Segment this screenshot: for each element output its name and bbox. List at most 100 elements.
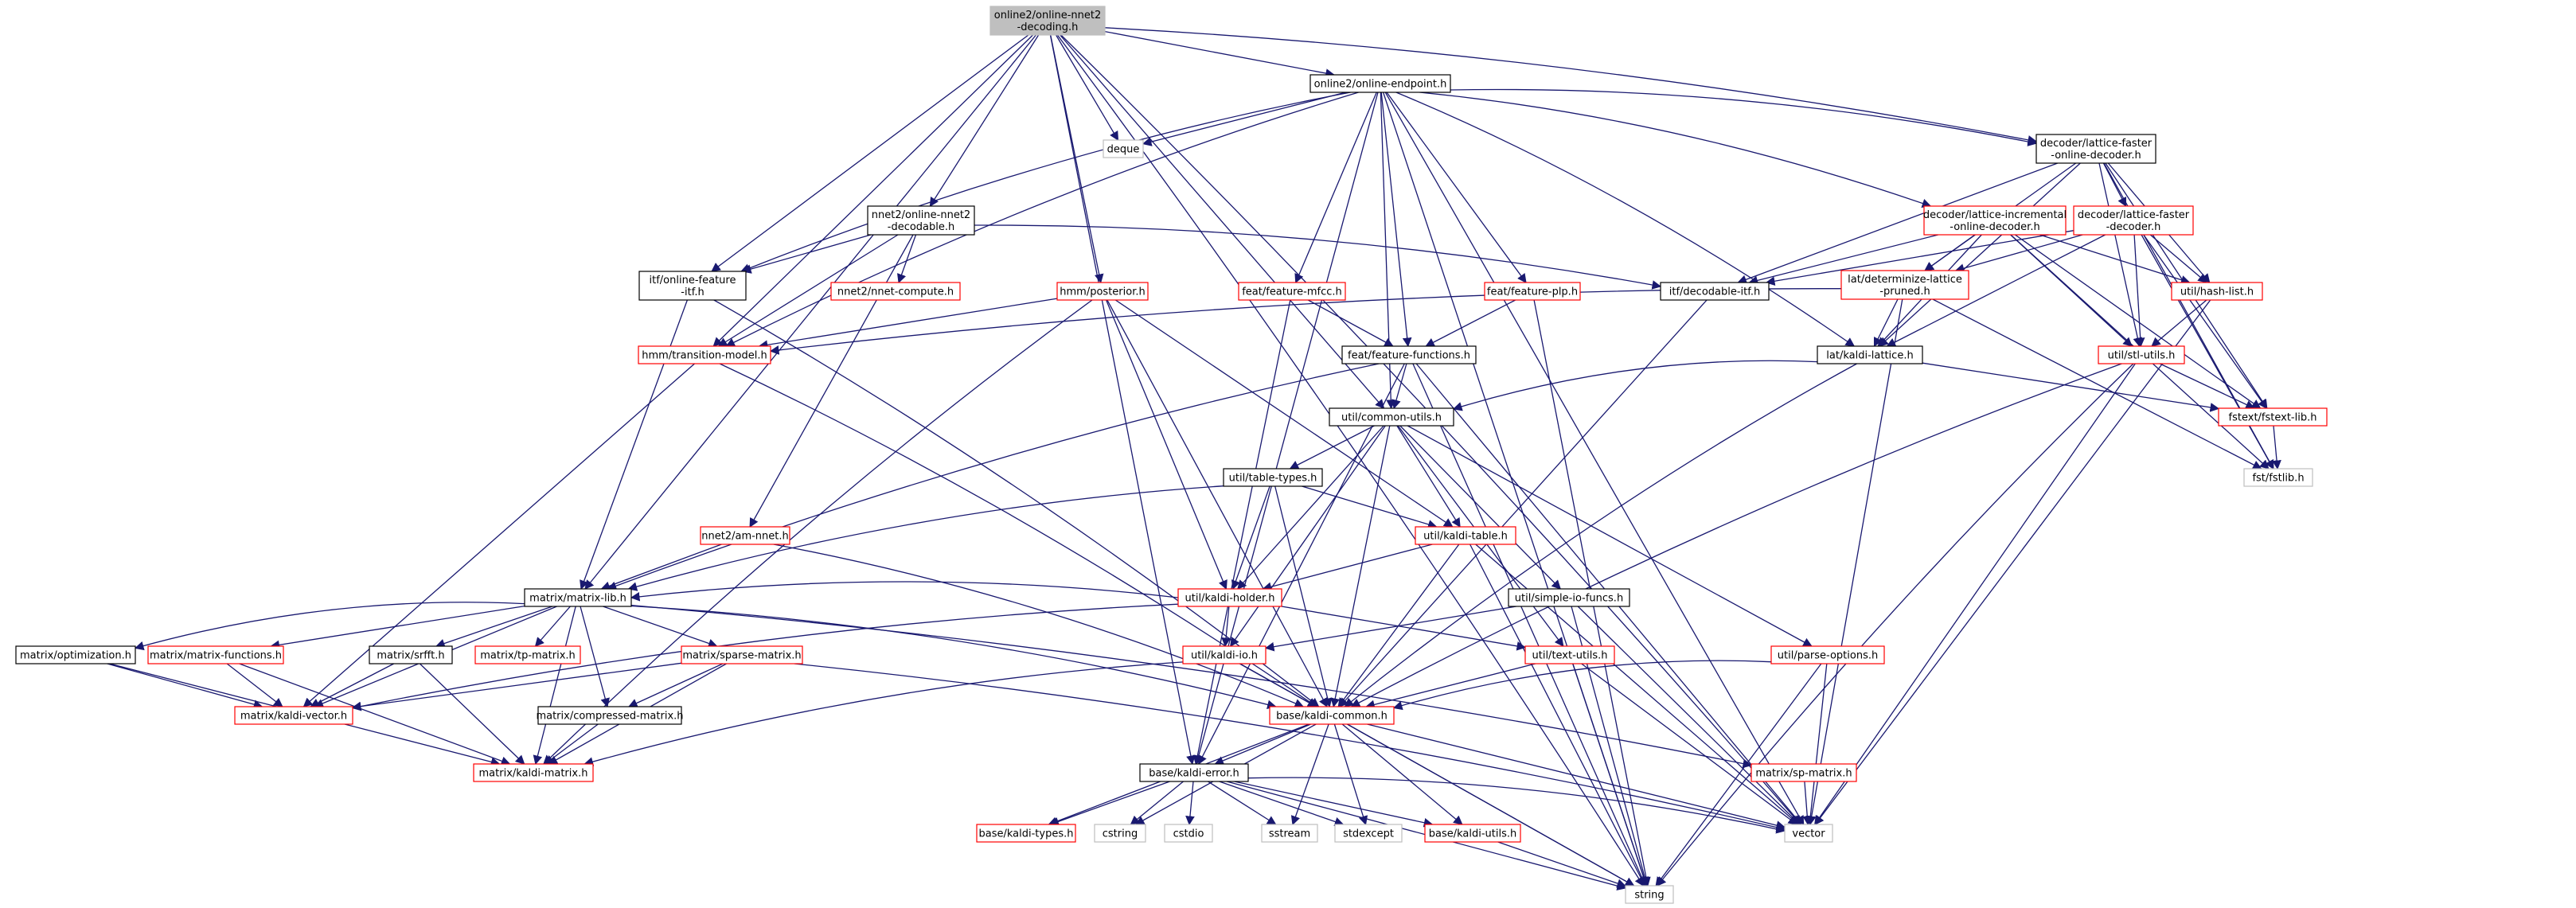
- edge-matrixlib-to-compmat: [580, 606, 610, 708]
- edge-endpoint-to-commonutils: [1380, 92, 1396, 410]
- node-kaldtable[interactable]: util/kaldi-table.h: [1415, 526, 1516, 545]
- node-nnetdec[interactable]: nnet2/online-nnet2-decodable.h: [867, 205, 975, 236]
- node-itffeat-box: [638, 271, 747, 301]
- node-kaldilat[interactable]: lat/kaldi-lattice.h: [1817, 345, 1923, 364]
- node-fstextlib[interactable]: fstext/fstext-lib.h: [2218, 407, 2328, 427]
- node-stlutils-label-0: util/stl-utils.h: [2108, 350, 2176, 362]
- node-kaldicommon[interactable]: base/kaldi-common.h: [1269, 706, 1395, 725]
- node-plp[interactable]: feat/feature-plp.h: [1484, 282, 1581, 301]
- edge-endpoint-to-mfcc: [1294, 92, 1377, 284]
- edge-optim-to-kaldivec: [107, 663, 263, 709]
- node-cstdio-box: [1164, 824, 1213, 843]
- node-string[interactable]: string: [1625, 885, 1674, 904]
- edge-lfd-to-fstlib: [2141, 234, 2274, 470]
- node-stlutils[interactable]: util/stl-utils.h: [2098, 345, 2185, 364]
- node-detlat[interactable]: lat/determinize-lattice-pruned.h: [1840, 270, 1969, 300]
- node-cstring[interactable]: cstring: [1094, 824, 1146, 843]
- edge-sparsemat-to-compmat: [627, 663, 724, 707]
- node-kaldimatrix[interactable]: matrix/kaldi-matrix.h: [473, 763, 594, 782]
- node-kaldilat-label-0: lat/kaldi-lattice.h: [1826, 350, 1913, 362]
- edge-nnetdec-to-transmodel: [717, 234, 899, 347]
- edge-featfunc-to-commonutils: [1391, 363, 1407, 410]
- edge-featfunc-to-matrixlib: [607, 363, 1380, 590]
- node-parseopt[interactable]: util/parse-options.h: [1770, 645, 1885, 664]
- node-cstdio[interactable]: cstdio: [1164, 824, 1213, 843]
- node-kaldiutils[interactable]: base/kaldi-utils.h: [1424, 824, 1521, 843]
- edge-stlutils-to-string: [1657, 363, 2134, 887]
- edge-matrixlib-to-kaldicommon: [630, 605, 1277, 710]
- node-sparsemat[interactable]: matrix/sparse-matrix.h: [681, 645, 803, 664]
- node-itffeat[interactable]: itf/online-feature-itf.h: [638, 271, 747, 301]
- node-matfunc[interactable]: matrix/matrix-functions.h: [147, 645, 284, 664]
- node-commonutils[interactable]: util/common-utils.h: [1329, 407, 1454, 427]
- edge-simpleio-to-kaldiio: [1264, 606, 1516, 652]
- node-root[interactable]: online2/online-nnet2-decoding.h: [989, 6, 1106, 36]
- node-tpmat[interactable]: matrix/tp-matrix.h: [474, 645, 581, 664]
- node-lfod[interactable]: decoder/lattice-faster-online-decoder.h: [2035, 134, 2156, 164]
- edge-kaldierror-to-sstream: [1208, 781, 1277, 825]
- node-kaldiio-box: [1182, 645, 1267, 664]
- node-spmat[interactable]: matrix/sp-matrix.h: [1751, 763, 1857, 782]
- edge-kaldicommon-to-sstream: [1290, 723, 1329, 826]
- node-textutils[interactable]: util/text-utils.h: [1524, 645, 1615, 664]
- node-hashlist[interactable]: util/hash-list.h: [2171, 282, 2263, 301]
- node-cstring-box: [1094, 824, 1146, 843]
- node-textutils-label-0: util/text-utils.h: [1532, 650, 1608, 662]
- node-nnetcomp[interactable]: nnet2/nnet-compute.h: [830, 282, 961, 301]
- node-lfd[interactable]: decoder/lattice-faster-decoder.h: [2073, 205, 2194, 236]
- node-fstlib-label-0: fst/fstlib.h: [2252, 473, 2304, 485]
- node-sstream[interactable]: sstream: [1261, 824, 1318, 843]
- node-matrixlib[interactable]: matrix/matrix-lib.h: [524, 588, 632, 607]
- node-featfunc[interactable]: feat/feature-functions.h: [1341, 345, 1477, 364]
- node-textutils-box: [1524, 645, 1615, 664]
- node-kalditypes[interactable]: base/kaldi-types.h: [976, 824, 1076, 843]
- node-deque[interactable]: deque: [1103, 139, 1144, 158]
- node-kaldiio[interactable]: util/kaldi-io.h: [1182, 645, 1267, 664]
- edge-lid-to-fstextlib: [2015, 234, 2262, 409]
- edge-tabletypes-to-matrixlib: [627, 485, 1224, 591]
- node-vector[interactable]: vector: [1784, 824, 1833, 843]
- node-lid[interactable]: decoder/lattice-incremental-online-decod…: [1923, 205, 2067, 236]
- node-simpleio[interactable]: util/simple-io-funcs.h: [1508, 588, 1630, 607]
- node-transmodel-box: [638, 345, 771, 364]
- node-root-label-1: -decoding.h: [1017, 21, 1079, 33]
- node-stdexcept[interactable]: stdexcept: [1334, 824, 1403, 843]
- node-fstlib[interactable]: fst/fstlib.h: [2243, 468, 2313, 487]
- node-vector-label-0: vector: [1792, 828, 1825, 840]
- node-kaldiutils-box: [1424, 824, 1521, 843]
- node-kaldierror[interactable]: base/kaldi-error.h: [1139, 763, 1249, 782]
- node-kaldierror-label-0: base/kaldi-error.h: [1149, 768, 1239, 780]
- node-kaldivec[interactable]: matrix/kaldi-vector.h: [234, 706, 353, 725]
- node-amnnet[interactable]: nnet2/am-nnet.h: [700, 526, 790, 545]
- node-vector-box: [1784, 824, 1833, 843]
- edge-nnetdec-to-itffeat: [741, 234, 872, 274]
- edge-kaldilat-to-kaldicommon: [1344, 363, 1857, 707]
- edge-tabletypes-to-kaldicommon: [1274, 485, 1333, 708]
- node-nnetcomp-box: [830, 282, 961, 301]
- node-endpoint[interactable]: online2/online-endpoint.h: [1309, 74, 1451, 93]
- edge-plp-to-featfunc: [1425, 299, 1516, 347]
- node-sparsemat-box: [681, 645, 803, 664]
- node-kaldiholder[interactable]: util/kaldi-holder.h: [1177, 588, 1282, 607]
- node-posterior-box: [1056, 282, 1149, 301]
- edge-itffeat-to-matrixlib: [580, 299, 689, 590]
- edge-stlutils-to-fstextlib: [2160, 363, 2255, 409]
- node-tabletypes[interactable]: util/table-types.h: [1223, 468, 1323, 487]
- node-optim[interactable]: matrix/optimization.h: [15, 645, 136, 664]
- node-kaldilat-box: [1817, 345, 1923, 364]
- edge-matrixlib-to-tpmat: [534, 606, 571, 647]
- edge-root-to-lfod: [1104, 27, 2038, 145]
- node-tabletypes-label-0: util/table-types.h: [1229, 473, 1317, 485]
- edge-kaldilat-to-commonutils: [1452, 360, 1818, 411]
- node-deque-label-0: deque: [1107, 144, 1140, 156]
- node-posterior[interactable]: hmm/posterior.h: [1056, 282, 1149, 301]
- edge-matrixlib-to-matfunc: [270, 605, 525, 650]
- node-kaldtable-box: [1415, 526, 1516, 545]
- node-mfcc[interactable]: feat/feature-mfcc.h: [1238, 282, 1346, 301]
- node-compmat[interactable]: matrix/compressed-matrix.h: [536, 706, 684, 725]
- edge-lfod-to-itfdec: [1737, 162, 2059, 284]
- node-srfft[interactable]: matrix/srfft.h: [369, 645, 453, 664]
- edge-textutils-to-kaldicommon: [1365, 663, 1536, 710]
- node-itfdec[interactable]: itf/decodable-itf.h: [1660, 282, 1770, 301]
- node-transmodel[interactable]: hmm/transition-model.h: [638, 345, 771, 364]
